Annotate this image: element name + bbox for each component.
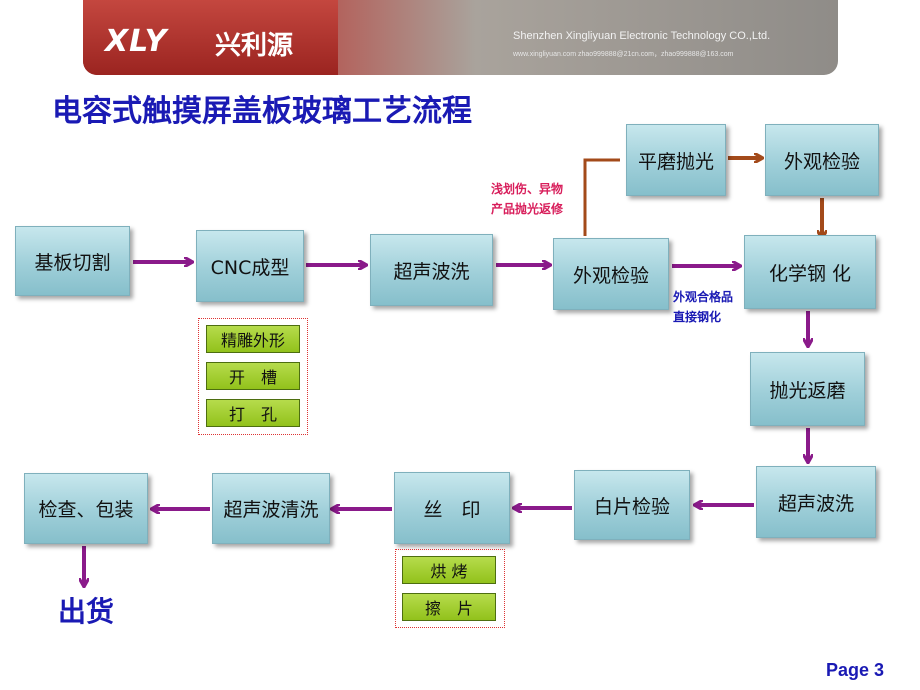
step-check-pack: 检查、包装 [24,473,148,544]
step-silk-print: 丝 印 [394,472,510,544]
logo-latin: XLY [105,24,168,59]
step-cutting: 基板切割 [15,226,130,296]
page-number: Page 3 [826,660,885,680]
substep-slot: 开 槽 [206,362,300,390]
ship-label: 出货 [58,595,115,628]
logo-chinese: 兴利源 [215,31,294,61]
step-cnc: CNC成型 [196,230,304,302]
note-pass-line1: 外观合格品 [673,290,734,304]
note-defect-rework: 浅划伤、异物 产品抛光返修 [491,179,563,219]
step-tempering: 化学钢 化 [744,235,876,309]
step-white-inspection: 白片检验 [574,470,690,540]
step-ultrasonic-wash-2: 超声波洗 [756,466,876,538]
step-polish-return: 抛光返磨 [750,352,865,426]
step-flat-polish: 平磨抛光 [626,124,726,196]
header-banner: XLY 兴利源 Shenzhen Xingliyuan Electronic T… [83,0,838,75]
substep-engrave: 精雕外形 [206,325,300,353]
step-ultrasonic-wash-1: 超声波洗 [370,234,493,306]
step-ultrasonic-clean: 超声波清洗 [212,473,330,544]
note-pass-direct: 外观合格品 直接钢化 [673,287,733,327]
note-pass-line2: 直接钢化 [673,310,722,324]
note-defect-line1: 浅划伤、异物 [491,182,564,196]
step-inspection-2: 外观检验 [765,124,879,196]
company-contact: www.xingliyuan.com zhao999888@21cn.com，z… [513,51,734,58]
arrow-inspect-to-polish [583,158,620,236]
cnc-substeps-group [198,318,308,435]
logo-area: XLY 兴利源 [83,0,338,75]
step-inspection-1: 外观检验 [553,238,669,310]
print-substeps-group [395,549,505,628]
note-defect-line2: 产品抛光返修 [491,202,564,216]
substep-wipe: 擦 片 [402,593,496,621]
substep-bake: 烘 烤 [402,556,496,584]
substep-drill: 打 孔 [206,399,300,427]
company-name: Shenzhen Xingliyuan Electronic Technolog… [513,30,771,42]
page-title: 电容式触摸屏盖板玻璃工艺流程 [52,94,472,129]
